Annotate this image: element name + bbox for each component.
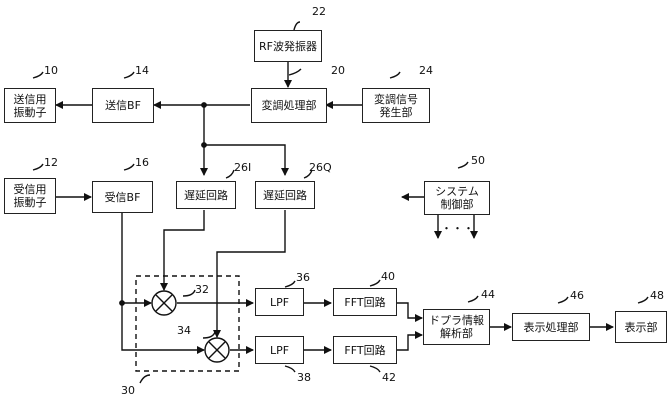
doppler-analysis-block: ドプラ情報 解析部 — [423, 309, 490, 345]
ref-38: 38 — [297, 372, 311, 384]
ref-40: 40 — [381, 271, 395, 283]
ref-14: 14 — [135, 65, 149, 77]
lpf-lower-block: LPF — [255, 336, 304, 364]
fft-upper-block: FFT回路 — [333, 288, 397, 316]
ref-24: 24 — [419, 65, 433, 77]
ref-44: 44 — [481, 289, 495, 301]
ref-46: 46 — [570, 290, 584, 302]
delay-circuit-q-block: 遅延回路 — [255, 181, 315, 209]
connector-delayi-to-mixer1 — [164, 210, 204, 290]
ref-20: 20 — [331, 65, 345, 77]
connector-fft2-to-doppler — [397, 335, 422, 350]
ref-50: 50 — [471, 155, 485, 167]
ref-36: 36 — [296, 272, 310, 284]
ref-26q: 26Q — [309, 162, 332, 174]
display-block: 表示部 — [615, 311, 667, 343]
rx-beamformer-block: 受信BF — [92, 181, 153, 213]
lpf-upper-block: LPF — [255, 288, 304, 316]
rx-transducer-block: 受信用 振動子 — [4, 178, 56, 214]
ref-22: 22 — [312, 6, 326, 18]
system-control-ellipsis: ・・・ — [441, 222, 474, 235]
fft-lower-block: FFT回路 — [333, 336, 397, 364]
ref-32: 32 — [195, 284, 209, 296]
tx-beamformer-block: 送信BF — [92, 88, 154, 123]
ref-16: 16 — [135, 157, 149, 169]
ref-26i: 26I — [234, 162, 251, 174]
ref-48: 48 — [650, 290, 664, 302]
ref-30: 30 — [121, 385, 135, 397]
ref-42: 42 — [382, 372, 396, 384]
ref-34: 34 — [177, 325, 191, 337]
delay-circuit-i-block: 遅延回路 — [176, 181, 236, 209]
connector-delayq-to-mixer2 — [217, 210, 285, 337]
connector-rxbf-down — [122, 212, 204, 350]
ref-12: 12 — [44, 157, 58, 169]
connector-fft1-to-doppler — [397, 303, 422, 318]
modulation-processor-block: 変調処理部 — [251, 88, 327, 123]
rf-oscillator-block: RF波発振器 — [254, 30, 322, 62]
system-control-block: システム 制御部 — [424, 181, 490, 215]
modulation-signal-generator-block: 変調信号 発生部 — [362, 88, 430, 123]
tx-transducer-block: 送信用 振動子 — [4, 88, 56, 123]
ref-10: 10 — [44, 65, 58, 77]
display-processor-block: 表示処理部 — [512, 313, 590, 341]
